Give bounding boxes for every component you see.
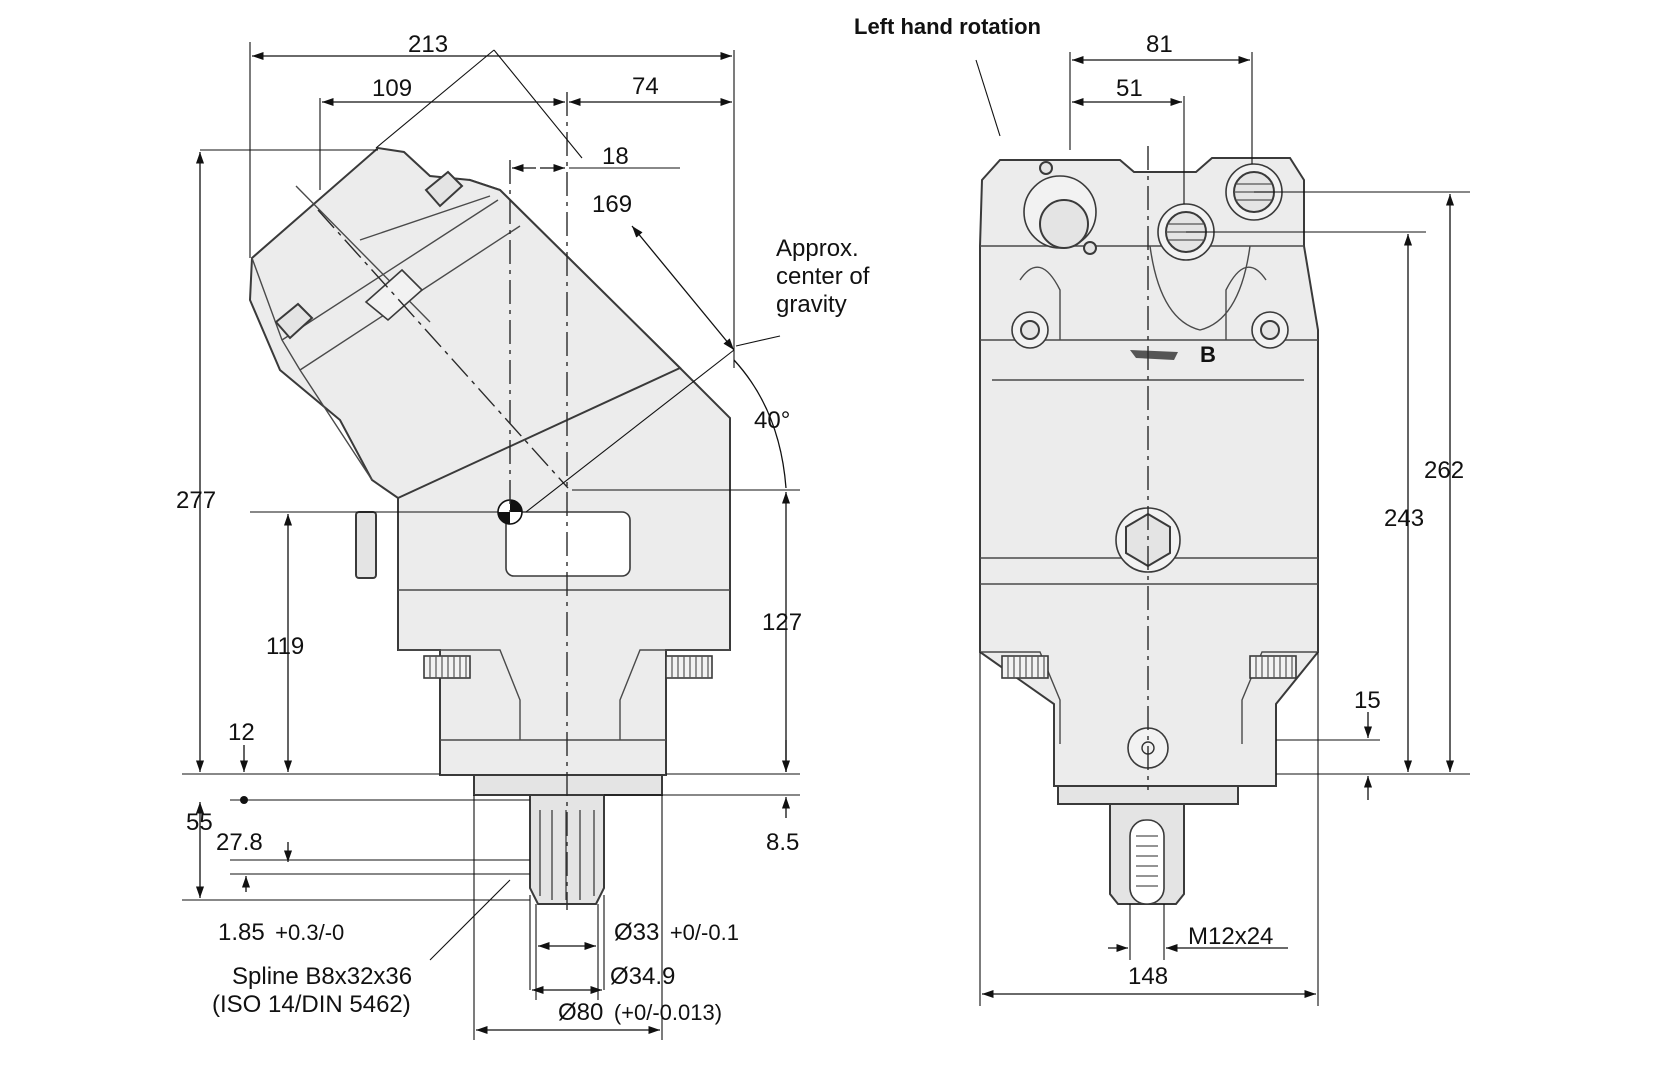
front-view: B <box>854 14 1470 1006</box>
dim-flange-offset: 12 <box>228 719 255 746</box>
cylinder-head <box>248 146 682 500</box>
side-plug-icon <box>355 511 377 579</box>
side-view: 213 109 74 18 169 Approx. center of grav… <box>176 31 870 1040</box>
dim-offset: 18 <box>602 143 629 170</box>
bolt-left-icon <box>1011 311 1049 349</box>
dimension-lines-side <box>182 42 800 1040</box>
dim-diagonal: 169 <box>592 191 632 218</box>
dim-shaft-dia: Ø33 +0/-0.1 <box>614 919 739 946</box>
dim-top-left: 109 <box>372 75 412 102</box>
threaded-hole-icon <box>1129 819 1165 905</box>
dim-thread: M12x24 <box>1188 923 1273 950</box>
cog-label-line1: Approx. <box>776 235 859 262</box>
dim-height-overall: 277 <box>176 487 216 514</box>
dim-angle-height: 127 <box>762 609 802 636</box>
rotation-arrow-icon <box>1130 350 1178 360</box>
dim-angle: 40° <box>754 407 790 434</box>
knurl-pad-right-icon <box>665 655 713 679</box>
dim-overall-width: 213 <box>408 31 448 58</box>
bolt-right-icon <box>1251 311 1289 349</box>
front-view-title: Left hand rotation <box>854 14 1041 39</box>
dim-spline-dia: Ø34.9 <box>610 963 675 990</box>
dim-cog-height: 119 <box>266 633 304 660</box>
front-housing <box>979 157 1319 787</box>
pilot-flange <box>473 774 663 796</box>
head-centerline <box>317 209 569 489</box>
head-bolt-icon <box>424 170 464 208</box>
knurl-pad-left-icon <box>423 655 471 679</box>
dim-shaft-length: 55 <box>186 809 213 836</box>
head-bolt-icon <box>274 302 314 340</box>
spline-label-line1: Spline B8x32x36 <box>232 963 412 990</box>
nameplate <box>505 511 631 577</box>
dim-top-right: 74 <box>632 73 659 100</box>
dimension-lines-front <box>975 52 1470 1006</box>
front-knurl-right-icon <box>1249 655 1297 679</box>
port-marking: B <box>1200 342 1216 367</box>
dim-groove: 1.85 +0.3/-0 <box>218 919 344 946</box>
dim-port-spacing-outer: 81 <box>1146 31 1173 58</box>
dim-port-height-a: 262 <box>1424 457 1464 484</box>
spline-shaft <box>529 794 605 905</box>
cog-label-line3: gravity <box>776 291 847 318</box>
dim-shaft-step: 27.8 <box>216 829 263 856</box>
dim-shaft-shoulder: 8.5 <box>766 829 799 856</box>
dim-body-width: 148 <box>1128 963 1168 990</box>
dim-base-offset: 15 <box>1354 687 1381 714</box>
spline-label-line2: (ISO 14/DIN 5462) <box>212 991 411 1018</box>
dim-port-spacing-inner: 51 <box>1116 75 1143 102</box>
port-a-icon <box>1023 175 1097 249</box>
cog-label-line2: center of <box>776 263 870 290</box>
dim-pilot-dia: Ø80 (+0/-0.013) <box>558 999 722 1026</box>
dim-port-height-b: 243 <box>1384 505 1424 532</box>
front-knurl-left-icon <box>1001 655 1049 679</box>
